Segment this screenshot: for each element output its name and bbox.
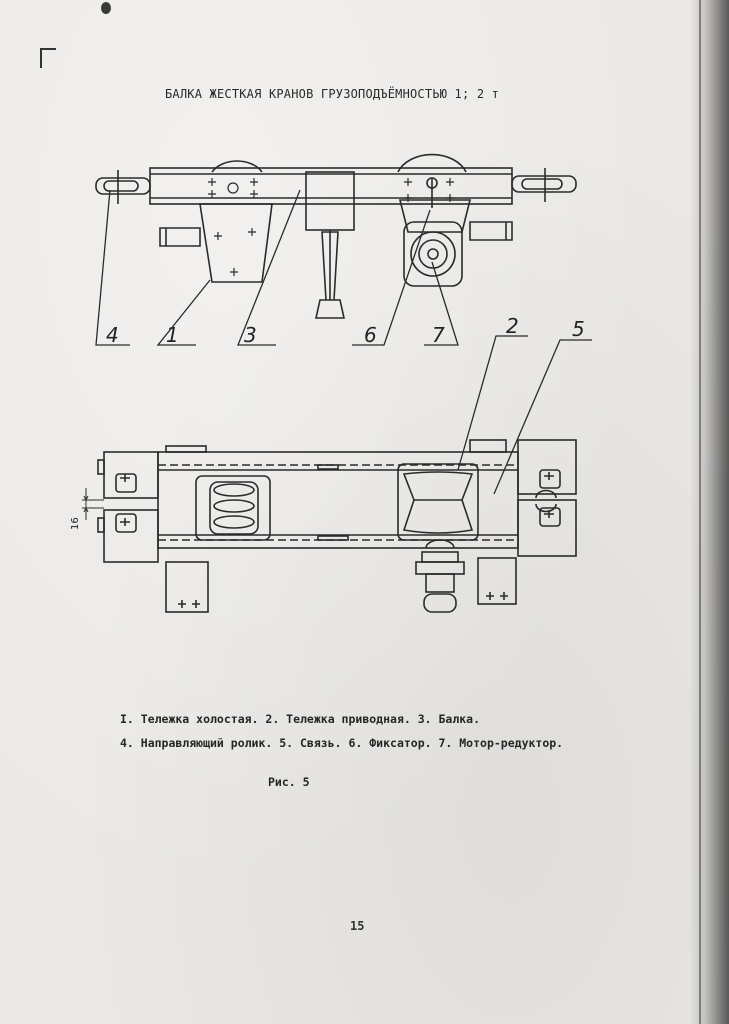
figure-caption: Рис. 5 bbox=[268, 775, 310, 789]
page-number: 15 bbox=[350, 919, 365, 933]
motor-reducer bbox=[410, 231, 456, 277]
dimension-16: 16 bbox=[70, 517, 81, 530]
callout-3: 3 bbox=[244, 323, 257, 347]
idle-wheel bbox=[211, 160, 263, 173]
page-edge-shadow bbox=[689, 0, 729, 1024]
drive-trolley-foot bbox=[477, 557, 517, 605]
callout-2: 2 bbox=[506, 314, 519, 338]
top-view bbox=[82, 335, 592, 613]
drive-trolley-top bbox=[397, 463, 479, 541]
idle-trolley-plate bbox=[199, 203, 273, 283]
callout-5: 5 bbox=[572, 317, 585, 341]
side-view bbox=[95, 153, 577, 346]
callout-7: 7 bbox=[432, 323, 445, 347]
idle-trolley-foot bbox=[165, 561, 209, 613]
callout-1: 1 bbox=[166, 323, 179, 347]
page-title: БАЛКА ЖЕСТКАЯ КРАНОВ ГРУЗОПОДЪЁМНОСТЬЮ 1… bbox=[165, 87, 500, 101]
page-edge-line bbox=[699, 0, 701, 1024]
drive-wheel bbox=[397, 153, 467, 173]
binder-hole bbox=[101, 2, 111, 14]
legend-line-2: 4. Направляющий ролик. 5. Связь. 6. Фикс… bbox=[120, 736, 564, 750]
legend-line-1: I. Тележка холостая. 2. Тележка приводна… bbox=[120, 712, 481, 726]
idle-trolley-top bbox=[195, 475, 271, 541]
callout-4: 4 bbox=[106, 323, 119, 347]
callout-6: 6 bbox=[364, 323, 377, 347]
corner-mark bbox=[40, 48, 56, 68]
